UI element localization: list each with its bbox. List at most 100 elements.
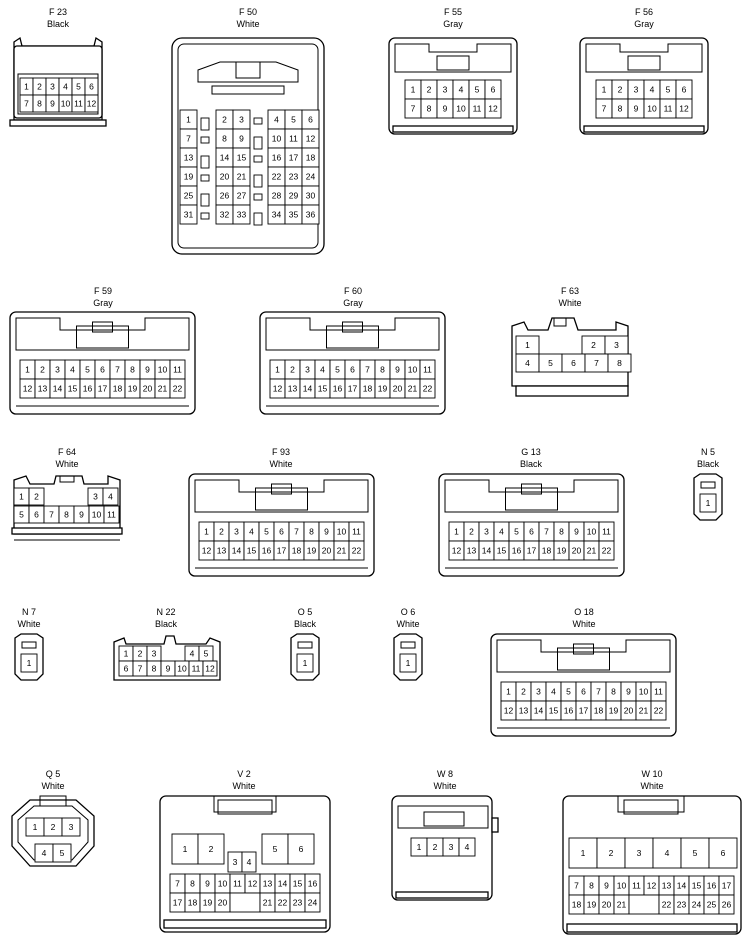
pin-number: 4 bbox=[108, 492, 113, 502]
pin-number: 22 bbox=[352, 546, 362, 556]
pin-number: 34 bbox=[272, 210, 282, 220]
pin-number: 10 bbox=[177, 664, 187, 674]
pin-number: 25 bbox=[184, 191, 194, 201]
pin-number: 3 bbox=[152, 649, 157, 659]
pin-number: 11 bbox=[352, 527, 361, 537]
pin-number: 1 bbox=[204, 527, 209, 537]
pin-number: 7 bbox=[365, 365, 370, 375]
pin-number: 2 bbox=[469, 527, 474, 537]
pin-number: 16 bbox=[262, 546, 272, 556]
pin-number: 4 bbox=[274, 115, 279, 125]
pin-number: 22 bbox=[654, 706, 664, 716]
pin-number: 15 bbox=[497, 546, 507, 556]
pin-number: 18 bbox=[542, 546, 552, 556]
pin-number: 15 bbox=[692, 881, 702, 891]
pin-number: 30 bbox=[306, 191, 316, 201]
pin-number: 23 bbox=[677, 900, 687, 910]
pin-number: 2 bbox=[222, 115, 227, 125]
pin-number: 6 bbox=[34, 510, 39, 520]
pin-number: 1 bbox=[706, 498, 711, 508]
pin-number: 16 bbox=[564, 706, 574, 716]
pin-number: 22 bbox=[278, 898, 288, 908]
pin-number: 15 bbox=[68, 384, 78, 394]
pin-number: 16 bbox=[308, 879, 318, 889]
pin-number: 5 bbox=[514, 527, 519, 537]
pin-cavity bbox=[652, 837, 682, 869]
pin-number: 15 bbox=[293, 879, 303, 889]
pin-number: 8 bbox=[380, 365, 385, 375]
pin-number: 12 bbox=[306, 134, 316, 144]
pin-cavity bbox=[241, 851, 257, 873]
pin-number: 17 bbox=[527, 546, 537, 556]
pin-number: 21 bbox=[587, 546, 597, 556]
pin-number: 6 bbox=[308, 115, 313, 125]
pin-number: 9 bbox=[634, 104, 639, 114]
pin-number: 8 bbox=[617, 358, 622, 368]
pin-cavity bbox=[296, 653, 314, 673]
pin-number: 8 bbox=[427, 104, 432, 114]
pin-number: 12 bbox=[647, 881, 657, 891]
pin-number: 3 bbox=[239, 115, 244, 125]
pin-number: 19 bbox=[609, 706, 619, 716]
pin-cavity bbox=[103, 505, 120, 524]
pin-number: 28 bbox=[272, 191, 282, 201]
pin-number: 5 bbox=[693, 848, 698, 858]
pin-number: 6 bbox=[571, 358, 576, 368]
pin-cavity bbox=[20, 653, 38, 673]
pin-number: 24 bbox=[308, 898, 318, 908]
pin-number: 4 bbox=[650, 85, 655, 95]
pin-number: 14 bbox=[303, 384, 313, 394]
pin-number: 13 bbox=[288, 384, 298, 394]
pin-number: 3 bbox=[233, 857, 238, 867]
pin-number: 21 bbox=[263, 898, 273, 908]
pin-cavity bbox=[171, 833, 199, 865]
pin-number: 4 bbox=[63, 82, 68, 92]
pin-number: 18 bbox=[363, 384, 373, 394]
pin-number: 4 bbox=[249, 527, 254, 537]
pin-number: 13 bbox=[184, 153, 194, 163]
pin-cavity bbox=[197, 833, 225, 865]
pin-number: 33 bbox=[237, 210, 247, 220]
pin-number: 1 bbox=[417, 842, 422, 852]
pin-number: 7 bbox=[602, 104, 607, 114]
pin-number: 22 bbox=[173, 384, 183, 394]
pin-number: 2 bbox=[290, 365, 295, 375]
pin-number: 5 bbox=[19, 510, 24, 520]
connector-n7: 1 bbox=[14, 633, 44, 681]
pin-cavity bbox=[179, 204, 198, 225]
pin-number: 11 bbox=[664, 104, 673, 114]
pin-number: 14 bbox=[53, 384, 63, 394]
pin-cavity bbox=[28, 487, 45, 506]
pin-number: 9 bbox=[626, 687, 631, 697]
pin-number: 10 bbox=[647, 104, 657, 114]
pin-number: 1 bbox=[183, 844, 188, 854]
pin-number: 5 bbox=[85, 365, 90, 375]
pin-number: 9 bbox=[50, 99, 55, 109]
pin-number: 4 bbox=[525, 358, 530, 368]
pin-number: 23 bbox=[293, 898, 303, 908]
pin-number: 17 bbox=[98, 384, 108, 394]
pin-number: 6 bbox=[529, 527, 534, 537]
pin-number: 2 bbox=[209, 844, 214, 854]
pin-number: 16 bbox=[83, 384, 93, 394]
pin-cavity bbox=[484, 98, 502, 119]
pin-number: 2 bbox=[427, 85, 432, 95]
pin-number: 9 bbox=[324, 527, 329, 537]
pin-number: 5 bbox=[273, 844, 278, 854]
pin-number: 14 bbox=[677, 881, 687, 891]
pin-number: 14 bbox=[232, 546, 242, 556]
pin-number: 11 bbox=[423, 365, 432, 375]
pin-number: 4 bbox=[551, 687, 556, 697]
pin-number: 20 bbox=[218, 898, 228, 908]
pin-number: 20 bbox=[393, 384, 403, 394]
pin-number: 6 bbox=[682, 85, 687, 95]
